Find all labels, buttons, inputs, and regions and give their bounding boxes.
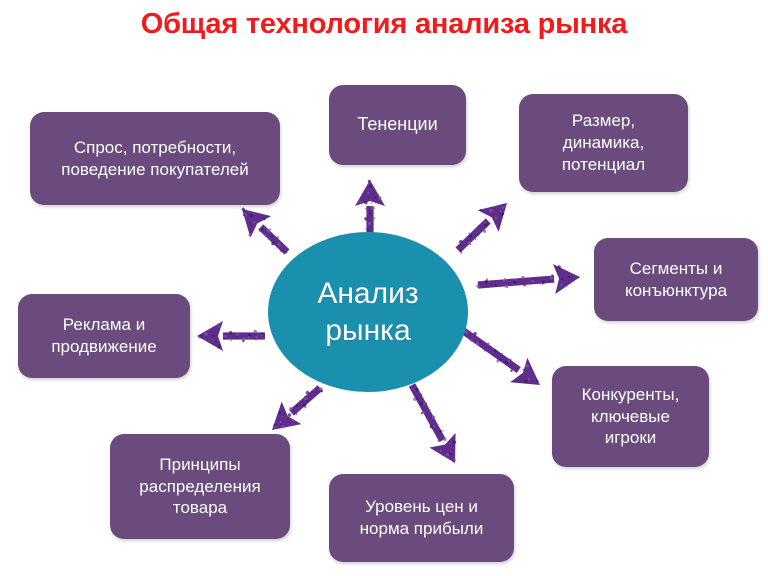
arrow-to-trends (355, 179, 385, 238)
arrow-to-distribution (271, 385, 324, 431)
node-label: Уровень цен и норма прибыли (359, 497, 484, 538)
node-demand: Спрос, потребности, поведение покупателе… (30, 112, 280, 205)
page-title: Общая технология анализа рынка (140, 8, 628, 40)
node-advertising: Реклама и продвижение (18, 294, 190, 378)
node-label: Спрос, потребности, поведение покупателе… (61, 137, 249, 179)
node-label: Реклама и продвижение (51, 315, 157, 356)
center-node-market-analysis: Анализ рынка (268, 232, 468, 392)
arrow-to-segments (476, 264, 580, 294)
center-node-label: Анализ рынка (317, 276, 419, 348)
arrow-to-advertising (197, 321, 265, 351)
node-trends: Тененции (329, 85, 466, 165)
node-segments: Сегменты и конъюнктура (594, 238, 758, 321)
node-size: Размер, динамика, потенциал (519, 94, 688, 192)
node-label: Тененции (357, 114, 438, 135)
arrow-to-competitors (459, 327, 541, 386)
node-distribution: Принципы распределения товара (110, 434, 290, 539)
arrow-to-prices (408, 383, 457, 464)
arrow-to-demand (241, 207, 290, 255)
arrow-to-size (455, 202, 508, 254)
node-label: Сегменты и конъюнктура (624, 258, 728, 300)
node-competitors: Конкуренты, ключевые игроки (552, 366, 709, 467)
node-label: Принципы распределения товара (139, 454, 261, 518)
node-prices: Уровень цен и норма прибыли (329, 474, 514, 562)
node-label: Конкуренты, ключевые игроки (581, 384, 680, 448)
node-label: Размер, динамика, потенциал (561, 111, 646, 174)
